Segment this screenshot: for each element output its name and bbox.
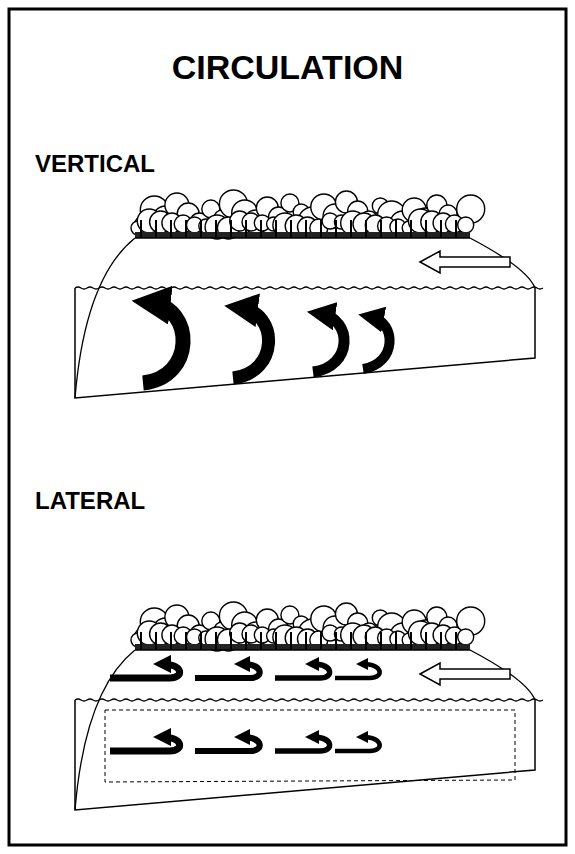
- vertical-block: [75, 190, 543, 398]
- circulation-arrow: [335, 664, 380, 678]
- dashed-section: [105, 710, 515, 782]
- circulation-arrow: [313, 314, 344, 372]
- tree-canopy: [131, 190, 485, 239]
- flow-arrow: [420, 251, 510, 273]
- circulation-arrow: [110, 664, 180, 678]
- tree-canopy: [131, 602, 485, 651]
- circulation-arrow: [195, 737, 260, 751]
- section-label: VERTICAL: [35, 150, 155, 178]
- circulation-arrow: [195, 664, 260, 678]
- section-label: LATERAL: [35, 487, 145, 515]
- circulation-arrow: [275, 737, 330, 751]
- circulation-arrow: [363, 317, 390, 369]
- circulation-arrow: [143, 303, 183, 383]
- diagram-title: CIRCULATION: [0, 48, 575, 87]
- circulation-arrow: [335, 737, 380, 751]
- frame: [9, 9, 566, 845]
- circulation-arrow: [275, 664, 330, 678]
- circulation-arrow: [233, 308, 269, 378]
- lateral-block: [75, 602, 543, 810]
- flow-arrow: [420, 663, 510, 685]
- circulation-arrow: [110, 737, 180, 751]
